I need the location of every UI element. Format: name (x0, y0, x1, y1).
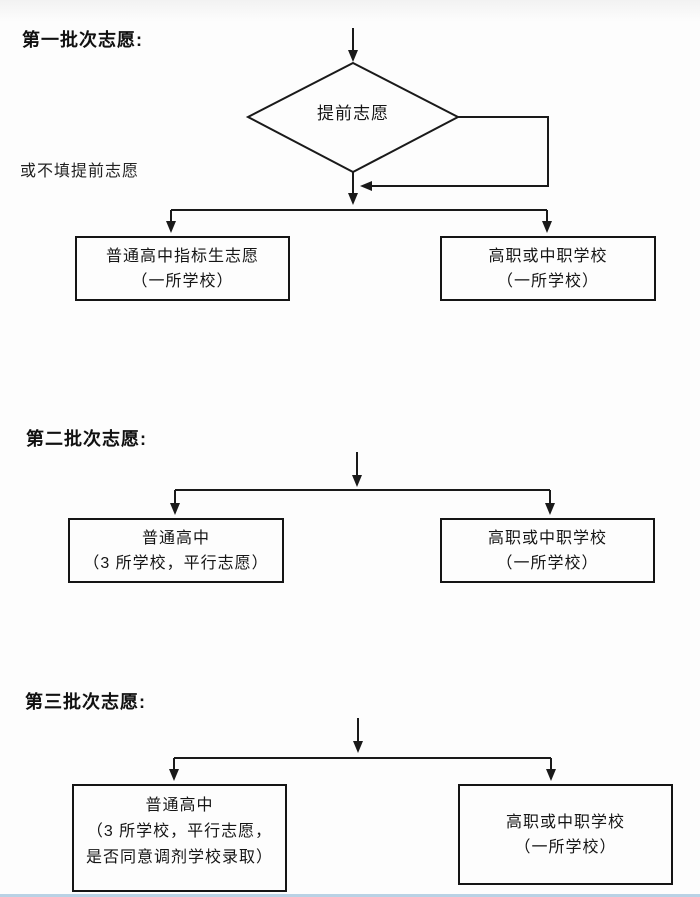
section-label-batch1: 第一批次志愿: (22, 30, 143, 50)
box-text-line: （一所学校） (514, 838, 617, 856)
box-text-line: 普通高中 (141, 529, 210, 547)
box-text-line: 普通高中指标生志愿 (105, 247, 259, 265)
box-text-line: 高职或中职学校 (505, 813, 625, 831)
box-text-line: （一所学校） (131, 272, 234, 290)
top-background-wash (0, 0, 700, 22)
section-label-batch3: 第三批次志愿: (25, 692, 146, 712)
box-text-line: 高职或中职学校 (487, 529, 607, 547)
box-text-line: 是否同意调剂学校录取） (85, 849, 273, 866)
box-text-line: （3 所学校，平行志愿， (86, 823, 273, 840)
box-text-line: （一所学校） (496, 554, 599, 572)
box-batch1-vocational-school: 高职或中职学校 （一所学校） (440, 236, 656, 301)
box-text-line: 高职或中职学校 (488, 247, 608, 265)
box-text-line: （一所学校） (496, 272, 599, 290)
section-label-batch2: 第二批次志愿: (26, 429, 147, 449)
box-batch3-regular-high-school: 普通高中 （3 所学校，平行志愿， 是否同意调剂学校录取） (72, 784, 287, 892)
box-batch1-regular-high-school: 普通高中指标生志愿 （一所学校） (75, 236, 290, 301)
box-text-line: 普通高中 (145, 797, 214, 814)
box-text-line: （3 所学校，平行志愿） (83, 554, 269, 572)
decision-label: 提前志愿 (317, 104, 389, 123)
feedback-loop-arrow (360, 116, 549, 191)
box-batch3-vocational-school: 高职或中职学校 （一所学校） (458, 784, 673, 885)
box-batch2-regular-high-school: 普通高中 （3 所学校，平行志愿） (68, 518, 284, 583)
box-batch2-vocational-school: 高职或中职学校 （一所学校） (440, 518, 655, 583)
side-note-no-advance: 或不填提前志愿 (20, 163, 140, 180)
bottom-page-divider (0, 894, 700, 897)
